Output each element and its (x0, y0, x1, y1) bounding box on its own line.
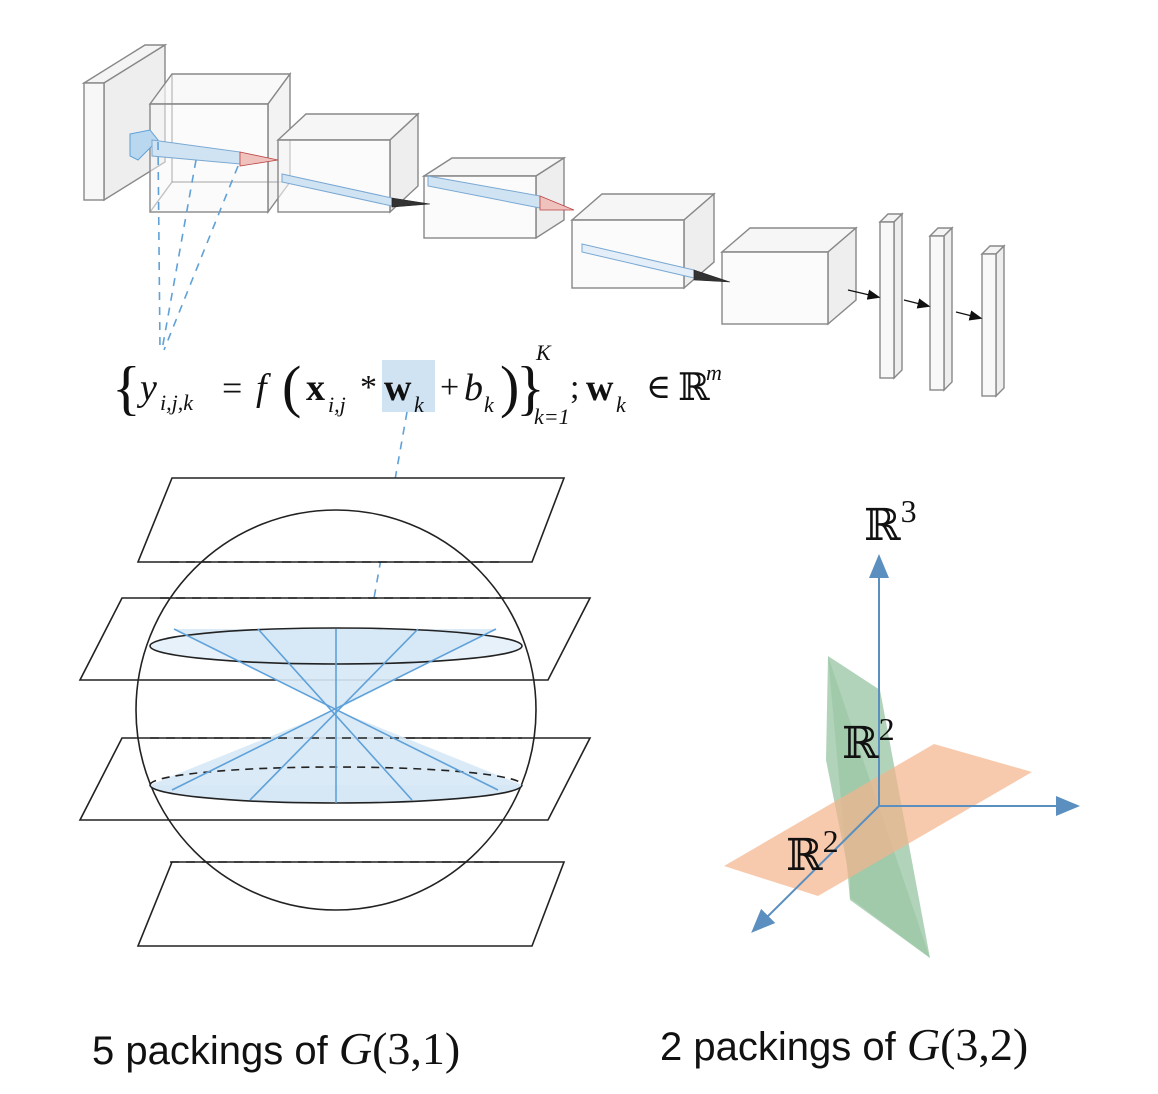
orange-plane (724, 744, 1032, 896)
grassmannian-g32-planes: ℝ3 ℝ2 ℝ2 (724, 493, 1080, 958)
svg-text:k: k (616, 392, 627, 417)
label-R3: ℝ3 (864, 493, 917, 550)
plane-3 (78, 737, 592, 821)
caption-g32: 2 packings of G(3,2) (660, 1018, 1028, 1071)
plane-5 (136, 861, 566, 947)
conv-layer-5 (720, 226, 858, 326)
label-R2-green: ℝ2 (842, 711, 895, 768)
svg-text:i,j: i,j (328, 392, 346, 417)
svg-text:x: x (306, 367, 325, 409)
svg-text:ℝ: ℝ (678, 367, 710, 409)
svg-text:∈: ∈ (646, 369, 671, 406)
svg-text:b: b (464, 367, 483, 409)
convolution-formula: { y i,j,k = f ( x i,j * w k + b k ) } K … (112, 340, 722, 429)
svg-text:): ) (500, 354, 519, 419)
y-axis (751, 805, 880, 933)
svg-text:f: f (256, 367, 271, 409)
svg-text:(: ( (282, 354, 301, 419)
svg-text:i,j,k: i,j,k (160, 390, 194, 415)
svg-text:k: k (414, 392, 425, 417)
conv-layer-4 (570, 192, 716, 290)
wk-highlight (382, 360, 435, 412)
svg-text:+: + (440, 369, 459, 406)
svg-text:w: w (384, 367, 412, 409)
svg-text:w: w (586, 367, 614, 409)
svg-text:k: k (484, 392, 495, 417)
filter-tubes (129, 129, 731, 283)
label-R2-orange: ℝ2 (786, 823, 839, 880)
svg-text:{: { (112, 355, 141, 421)
fc-layer-1 (878, 212, 904, 380)
caption-g31: 5 packings of G(3,1) (92, 1022, 460, 1075)
svg-text:K: K (535, 340, 552, 365)
filter-projection-lines (157, 141, 239, 351)
plane-1 (136, 477, 566, 563)
svg-text:=: = (222, 368, 242, 408)
svg-text:}: } (516, 355, 545, 421)
svg-text:y: y (136, 367, 157, 409)
fc-layer-3 (980, 244, 1006, 398)
fc-arrows (847, 289, 983, 321)
caption-g32-text: 2 packings of (660, 1025, 896, 1069)
conv-layer-2 (276, 112, 420, 214)
svg-text:*: * (360, 369, 377, 406)
caption-g32-math: G(3,2) (906, 1019, 1029, 1070)
svg-text:m: m (706, 360, 722, 385)
fc-layer-2 (928, 226, 954, 392)
unit-sphere (135, 509, 537, 911)
svg-text:k=1: k=1 (534, 404, 570, 429)
line-packing-rays (171, 628, 499, 803)
grassmannian-g31-sphere (78, 477, 592, 947)
caption-g31-math: G(3,1) (338, 1023, 461, 1074)
caption-g31-text: 5 packings of (92, 1029, 328, 1073)
svg-text:;: ; (570, 369, 579, 406)
